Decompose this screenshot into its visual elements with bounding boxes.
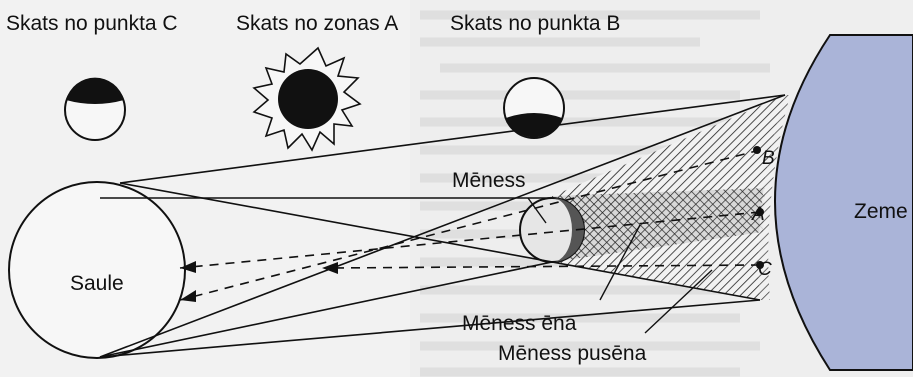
- point-b-dot: [753, 146, 761, 154]
- label-point-b: B: [762, 148, 775, 169]
- dashed-sight-lines: [179, 149, 761, 301]
- moon-shaded-limb: [552, 198, 584, 262]
- view-b-icon: [503, 77, 565, 139]
- label-moon: Mēness: [452, 169, 526, 192]
- label-point-c: C: [758, 259, 772, 280]
- label-view-c: Skats no punkta C: [6, 12, 178, 35]
- label-view-b: Skats no punkta B: [450, 12, 620, 35]
- view-a-icon: [252, 46, 362, 152]
- earth: [774, 34, 913, 371]
- view-c-icon: [64, 77, 126, 141]
- label-view-a: Skats no zonas A: [236, 12, 398, 35]
- umbra-region: [552, 188, 765, 262]
- point-a-dot: [756, 208, 764, 216]
- sun: [8, 181, 186, 359]
- label-umbra: Mēness ēna: [462, 312, 577, 335]
- tangent-rays: [99, 94, 786, 358]
- sight-arrowheads: [180, 261, 338, 302]
- label-sun: Saule: [70, 272, 124, 295]
- label-pointers: [527, 197, 713, 334]
- label-penumbra: Mēness pusēna: [498, 342, 647, 365]
- label-earth: Zeme: [854, 200, 908, 223]
- earth-shadow-band: [758, 95, 790, 300]
- point-c-dot: [756, 261, 764, 269]
- label-point-a: A: [751, 204, 765, 225]
- earth-points: [753, 146, 764, 269]
